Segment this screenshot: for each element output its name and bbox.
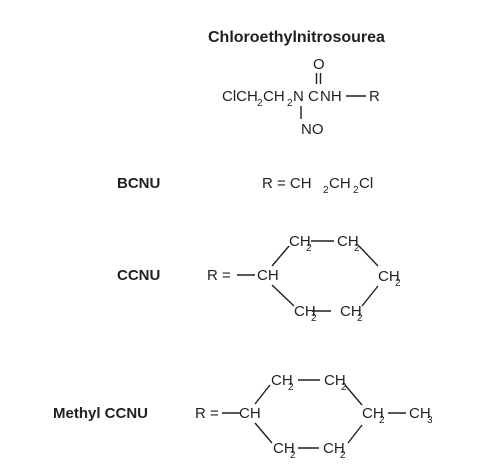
chain-ch: CH: [263, 88, 285, 105]
meccnu-ring-ch2-top-left: CH: [271, 372, 293, 389]
ccnu-ring-sub-4: 2: [311, 313, 317, 324]
meccnu-ring-ch2-bottom-right: CH: [323, 440, 345, 457]
ccnu-ring-ch2-bottom-left: CH: [294, 303, 316, 320]
meccnu-ch: CH: [239, 405, 261, 422]
bcnu-sub-2: 2: [353, 185, 359, 196]
chain-n: N: [293, 88, 304, 105]
meccnu-methyl: CH: [409, 405, 431, 422]
meccnu-methyl-sub: 3: [427, 415, 433, 426]
ccnu-bond-upper-left: [271, 245, 290, 267]
ccnu-structure: R = CH CH 2 CH 2 CH 2 CH 2 CH 2: [207, 233, 401, 324]
meccnu-bond-upper-right: [344, 384, 363, 406]
ccnu-ring-ch2-right: CH: [378, 268, 400, 285]
carbonyl-oxygen: O: [313, 56, 325, 73]
meccnu-bond-upper-left: [254, 384, 271, 405]
ccnu-ring-sub-2: 2: [354, 243, 360, 254]
meccnu-ring-ch2-right: CH: [362, 405, 384, 422]
chain-c: C: [308, 88, 319, 105]
bcnu-ch: CH: [329, 175, 351, 192]
bcnu-r-eq: R = CH: [262, 175, 312, 192]
nitroso-group: NO: [301, 121, 324, 138]
diagram-title: Chloroethylnitrosourea: [208, 29, 385, 46]
chain-clch: ClCH: [222, 88, 258, 105]
ccnu-ring-ch2-top-right: CH: [337, 233, 359, 250]
meccnu-ring-sub-4: 2: [290, 450, 296, 461]
meccnu-bond-lower-right: [347, 424, 363, 444]
compound-label-ccnu: CCNU: [117, 267, 160, 284]
ccnu-ring-sub-3: 2: [395, 278, 401, 289]
ccnu-bond-lower-right: [361, 285, 379, 307]
ccnu-ring-sub-5: 2: [357, 313, 363, 324]
ccnu-ring-sub-1: 2: [306, 243, 312, 254]
meccnu-ring-ch2-top-right: CH: [324, 372, 346, 389]
meccnu-ring-sub-1: 2: [288, 382, 294, 393]
chain-sub-1: 2: [257, 98, 263, 109]
meccnu-ring-ch2-bottom-left: CH: [273, 440, 295, 457]
ccnu-ring-ch2-top-left: CH: [289, 233, 311, 250]
chain-r: R: [369, 88, 380, 105]
ccnu-r-eq: R =: [207, 267, 231, 284]
bcnu-cl: Cl: [359, 175, 373, 192]
meccnu-ring-sub-2: 2: [341, 382, 347, 393]
methyl-ccnu-structure: R = CH CH 2 CH 2 CH 2 CH 3 CH 2 CH 2: [195, 372, 433, 461]
compound-label-methyl-ccnu: Methyl CCNU: [53, 405, 148, 422]
core-structure: O ClCH 2 CH 2 N C NH R NO: [222, 56, 380, 138]
bcnu-structure: R = CH 2 CH 2 Cl: [262, 175, 373, 196]
meccnu-ring-sub-5: 2: [340, 450, 346, 461]
ccnu-ch: CH: [257, 267, 279, 284]
ccnu-bond-lower-left: [271, 284, 295, 307]
ccnu-ring-ch2-bottom-right: CH: [340, 303, 362, 320]
meccnu-r-eq: R =: [195, 405, 219, 422]
chain-nh: NH: [320, 88, 342, 105]
compound-label-bcnu: BCNU: [117, 175, 160, 192]
bcnu-sub-1: 2: [323, 185, 329, 196]
chain-sub-2: 2: [287, 98, 293, 109]
ccnu-bond-upper-right: [358, 245, 379, 267]
meccnu-bond-lower-left: [254, 422, 273, 444]
meccnu-ring-sub-3: 2: [379, 415, 385, 426]
